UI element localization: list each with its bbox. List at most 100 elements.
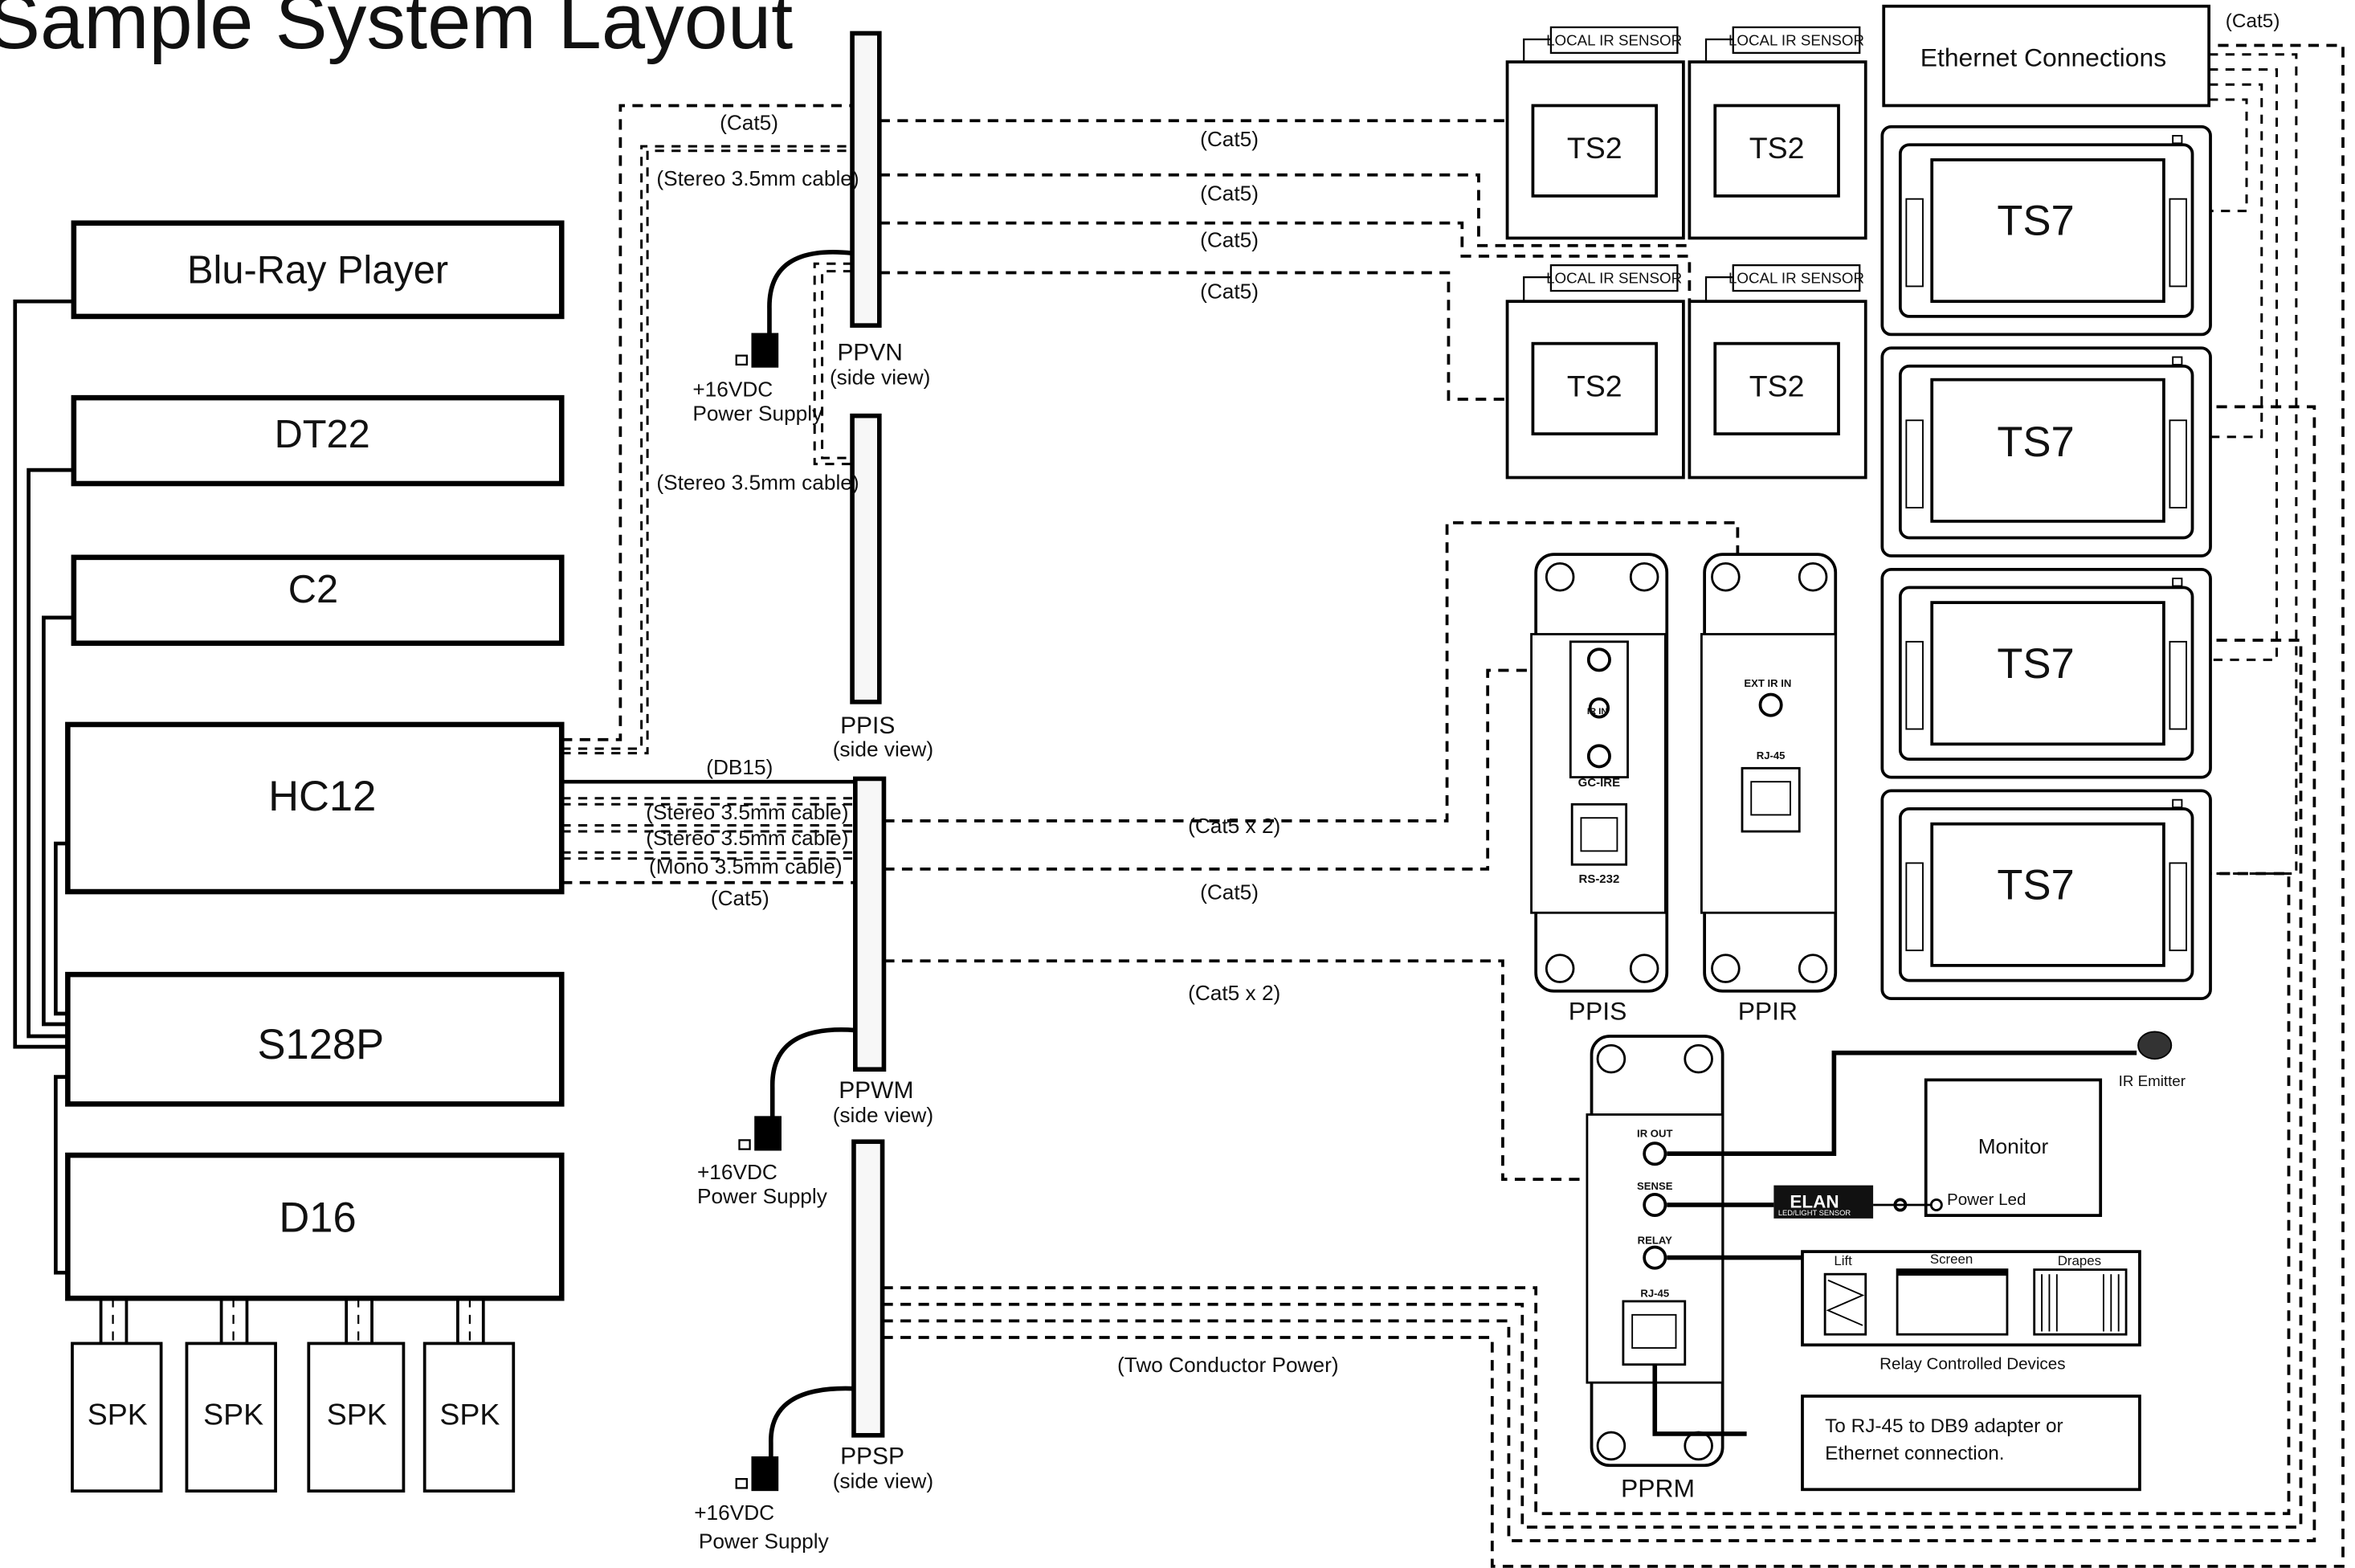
ppis-side-view: (side view): [833, 737, 933, 761]
ppvn-power-1: +16VDC: [692, 377, 773, 401]
ppwm-side-view: (side view): [833, 1103, 933, 1127]
ppir-wallplate: EXT IR IN RJ-45 PPIR: [1700, 553, 1838, 1025]
local-ir-sensor-label: LOCAL IR SENSOR: [1728, 31, 1864, 48]
ppis-side-label: PPIS: [840, 713, 895, 739]
rj45-note-line2: Ethernet connection.: [1825, 1443, 2004, 1464]
local-ir-sensor-label: LOCAL IR SENSOR: [1546, 31, 1682, 48]
ppis-rs232: RS-232: [1579, 872, 1620, 886]
ppsp-panel: PPSP (side view) +16VDC Power Supply: [694, 1139, 933, 1553]
c2-label: C2: [288, 568, 338, 611]
cable-label: (Cat5 x 2): [1188, 981, 1280, 1005]
ppsp-side-view: (side view): [833, 1468, 933, 1492]
speaker-label: SPK: [203, 1398, 263, 1431]
cable-label-cat5: (Cat5): [720, 110, 778, 134]
speaker-label: SPK: [327, 1398, 387, 1431]
speaker-box: [307, 1341, 406, 1493]
stack-wire: [13, 299, 74, 1049]
stack-wire: [27, 468, 74, 1039]
local-ir-sensor-label: LOCAL IR SENSOR: [1546, 270, 1682, 287]
power-plug: [751, 333, 779, 368]
ts7-label: TS7: [1997, 419, 2074, 466]
ppis-label: PPIS: [1569, 996, 1627, 1025]
dt22-label: DT22: [275, 413, 370, 456]
ts7-label: TS7: [1997, 640, 2074, 688]
cable-label-stereo-4: (Stereo 3.5mm cable): [646, 826, 848, 850]
ts7-panel: TS7: [1880, 567, 2212, 779]
speaker-box: [422, 1341, 516, 1493]
stack-wire: [54, 841, 68, 1016]
d16-label: D16: [279, 1194, 356, 1242]
ppwm-label: PPWM: [839, 1077, 913, 1104]
equipment-stack: Blu-Ray Player DT22 C2 HC12 S128P D16 SP…: [13, 220, 565, 1493]
ppwm-to-wallplates: (Cat5 x 2) (Cat5) (Cat5 x 2): [884, 521, 1740, 1181]
s128p-label: S128P: [258, 1021, 385, 1068]
ppwm-power-1: +16VDC: [697, 1160, 778, 1184]
pprm-ir-out: IR OUT: [1637, 1128, 1672, 1140]
speaker-label: SPK: [88, 1398, 148, 1431]
ts7-label: TS7: [1997, 861, 2074, 909]
pprm-sense: SENSE: [1637, 1180, 1673, 1192]
monitor-label: Monitor: [1978, 1134, 2049, 1158]
ts2-screen: [1713, 341, 1840, 436]
cable-label: (Cat5): [1200, 182, 1259, 206]
ts2-screen: [1531, 341, 1659, 436]
ppis-gc-ire: GC-IRE: [1578, 776, 1620, 790]
ppvn-power-2: Power Supply: [692, 401, 823, 425]
ppvn-label: PPVN: [837, 339, 903, 365]
ir-emitter-icon: [2137, 1031, 2173, 1060]
ts7-panel: TS7: [1880, 125, 2212, 337]
ppis-ir-in: IR IN: [1587, 707, 1608, 717]
ts7-panel: TS7: [1880, 346, 2212, 557]
led-light-sensor-label: LED/LIGHT SENSOR: [1778, 1209, 1851, 1217]
dt22-box: [71, 394, 565, 487]
ts2-label: TS2: [1749, 369, 1805, 402]
cable-label-cat5-2: (Cat5): [711, 886, 769, 910]
local-ir-sensor-label: LOCAL IR SENSOR: [1728, 270, 1864, 287]
ppsp-label: PPSP: [840, 1443, 904, 1469]
cable-label: (Cat5): [1200, 228, 1259, 252]
power-plug: [754, 1116, 782, 1151]
diagram-title: Sample System Layout: [0, 0, 793, 65]
d16-box: [65, 1152, 565, 1301]
hc12-connections: (Cat5) (Stereo 3.5mm cable) (Stereo 3.5m…: [561, 104, 859, 910]
elan-label: ELAN: [1790, 1192, 1839, 1212]
ir-emitter-label: IR Emitter: [2119, 1072, 2186, 1089]
lift-label: Lift: [1834, 1253, 1852, 1268]
ppvn-side-view: (side view): [830, 365, 930, 389]
ppir-ext-ir-in: EXT IR IN: [1744, 677, 1791, 689]
ppir-label: PPIR: [1738, 996, 1798, 1025]
monitor-box: [1924, 1078, 2103, 1217]
hc12-label: HC12: [268, 773, 376, 820]
ppir-rj45: RJ-45: [1757, 749, 1786, 762]
power-led-label: Power Led: [1947, 1190, 2026, 1209]
cable-label-mono: (Mono 3.5mm cable): [649, 855, 843, 879]
ts2-label: TS2: [1749, 131, 1805, 165]
rj45-note-box: [1801, 1394, 2141, 1492]
ppis-wallplate: IR IN GC-IRE RS-232 PPIS: [1530, 553, 1669, 1025]
stack-wire: [42, 615, 74, 1027]
ts2-label: TS2: [1567, 131, 1622, 165]
rj45-note-line1: To RJ-45 to DB9 adapter or: [1825, 1415, 2063, 1437]
bluray-box: [71, 220, 565, 320]
hc12-box: [65, 721, 565, 895]
pprm-rj45: RJ-45: [1640, 1287, 1669, 1299]
power-plug: [751, 1456, 779, 1492]
led-light-sensor: [1773, 1185, 1874, 1219]
ppsp-power-1: +16VDC: [694, 1501, 774, 1525]
relay-devices-label: Relay Controlled Devices: [1880, 1354, 2065, 1373]
cable-label-stereo: (Stereo 3.5mm cable): [656, 166, 859, 190]
cable-label: (Cat5): [1200, 127, 1259, 151]
cable-label: (Cat5): [2226, 10, 2280, 32]
pprm-relay: RELAY: [1638, 1235, 1672, 1247]
ts7-group: Ethernet Connections (Cat5) TS7 TS7: [1880, 4, 2298, 1001]
bluray-label: Blu-Ray Player: [187, 249, 448, 292]
pprm-wallplate: IR OUT SENSE RELAY RJ-45 PPRM: [1586, 1035, 1724, 1503]
cable-label: (Cat5 x 2): [1188, 814, 1280, 838]
ppvn-panel: PPVN (side view) +16VDC Power Supply: [692, 31, 930, 425]
speaker-box: [185, 1341, 277, 1493]
ts2-label: TS2: [1567, 369, 1622, 402]
speaker-label: SPK: [439, 1398, 500, 1431]
s128p-box: [65, 971, 565, 1107]
ts2-screen: [1713, 104, 1840, 198]
